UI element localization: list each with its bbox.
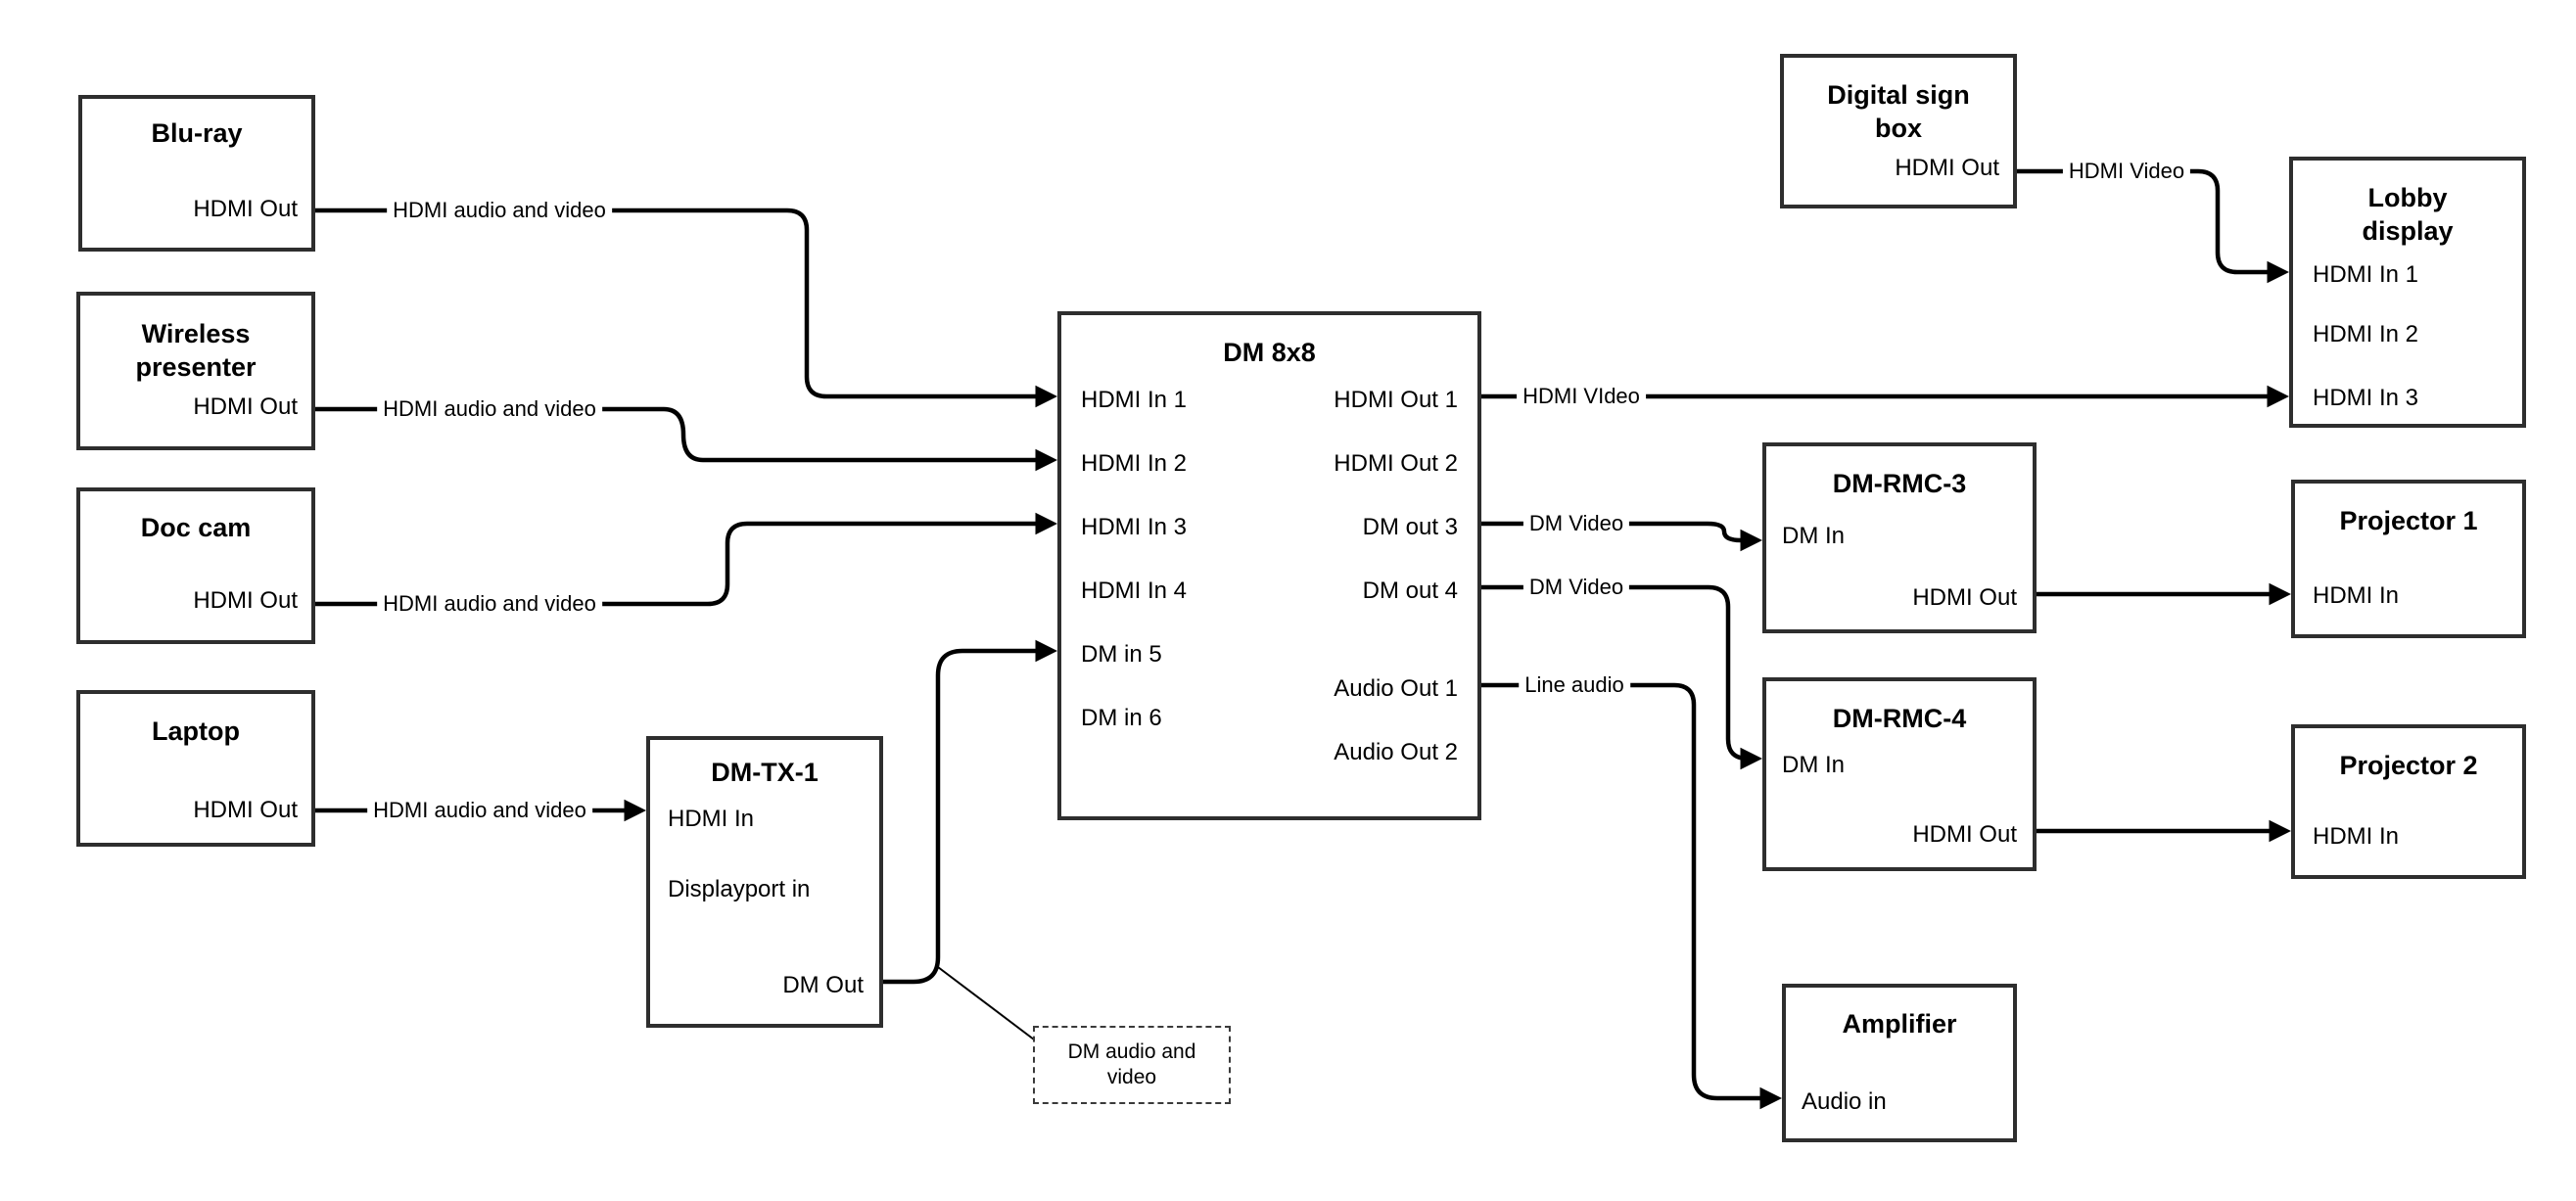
edge-label-doccam: HDMI audio and video bbox=[377, 590, 602, 618]
signbox-port-hdmi-out: HDMI Out bbox=[1895, 155, 1999, 181]
node-laptop-title: Laptop bbox=[152, 716, 240, 746]
rmc4-port-dm-in: DM In bbox=[1782, 752, 1846, 778]
projector2-port-hdmi-in: HDMI In bbox=[2313, 823, 2400, 850]
edge-label-laptop: HDMI audio and video bbox=[367, 797, 592, 824]
dm8x8-port-hdmi-in-4: HDMI In 4 bbox=[1081, 577, 1188, 604]
node-dm-8x8-title: DM 8x8 bbox=[1223, 338, 1316, 367]
node-dm-rmc-3-title: DM-RMC-3 bbox=[1832, 469, 1967, 498]
rmc3-port-dm-in: DM In bbox=[1782, 523, 1846, 549]
node-doc-cam-title: Doc cam bbox=[140, 513, 252, 542]
note-dm-audio-and-video[interactable]: DM audio and video bbox=[1033, 1026, 1231, 1104]
dm8x8-port-audio-out-2: Audio Out 2 bbox=[1334, 739, 1458, 765]
edge-dm8x8-audio1-to-amplifier[interactable] bbox=[1481, 682, 1782, 1110]
doccam-port-hdmi-out: HDMI Out bbox=[193, 587, 298, 614]
node-amplifier-title: Amplifier bbox=[1842, 1009, 1957, 1039]
node-bluray-title: Blu-ray bbox=[151, 118, 243, 148]
edge-dm8x8-out4-to-rmc4[interactable] bbox=[1481, 584, 1762, 770]
edge-signbox-to-lobby-in1[interactable] bbox=[2017, 168, 2289, 284]
rmc4-port-hdmi-out: HDMI Out bbox=[1912, 821, 2017, 848]
dmtx1-port-dm-out: DM Out bbox=[782, 972, 864, 998]
lobby-port-hdmi-in-1: HDMI In 1 bbox=[2313, 261, 2419, 288]
dm8x8-port-hdmi-in-2: HDMI In 2 bbox=[1081, 450, 1188, 477]
node-dm-rmc-4-title: DM-RMC-4 bbox=[1832, 704, 1967, 733]
node-doc-cam[interactable]: Doc cam HDMI Out bbox=[76, 487, 315, 644]
node-dm-rmc-4[interactable]: DM-RMC-4 DM In HDMI Out bbox=[1762, 677, 2037, 871]
node-dm-tx-1[interactable]: DM-TX-1 HDMI In Displayport in DM Out bbox=[646, 736, 883, 1028]
dm8x8-port-hdmi-in-1: HDMI In 1 bbox=[1081, 387, 1188, 413]
node-wireless-presenter[interactable]: Wireless presenter HDMI Out bbox=[76, 292, 315, 450]
dm8x8-port-hdmi-out-2: HDMI Out 2 bbox=[1334, 450, 1458, 477]
node-dm-rmc-3[interactable]: DM-RMC-3 DM In HDMI Out bbox=[1762, 442, 2037, 633]
node-digital-sign-box-title: Digital sign box bbox=[1827, 80, 1970, 143]
node-bluray[interactable]: Blu-ray HDMI Out bbox=[78, 95, 315, 252]
laptop-port-hdmi-out: HDMI Out bbox=[193, 797, 298, 823]
node-digital-sign-box[interactable]: Digital sign box HDMI Out bbox=[1780, 54, 2017, 208]
node-projector-2[interactable]: Projector 2 HDMI In bbox=[2291, 724, 2526, 879]
dmtx1-port-displayport-in: Displayport in bbox=[668, 876, 811, 902]
edge-label-dm-out-3: DM Video bbox=[1522, 510, 1630, 537]
node-projector-1[interactable]: Projector 1 HDMI In bbox=[2291, 480, 2526, 638]
dm8x8-port-audio-out-1: Audio Out 1 bbox=[1334, 675, 1458, 702]
node-lobby-display[interactable]: Lobby display HDMI In 1 HDMI In 2 HDMI I… bbox=[2289, 157, 2526, 428]
dm8x8-port-hdmi-out-1: HDMI Out 1 bbox=[1334, 387, 1458, 413]
dmtx1-port-hdmi-in: HDMI In bbox=[668, 806, 755, 832]
node-amplifier[interactable]: Amplifier Audio in bbox=[1782, 984, 2017, 1142]
lobby-port-hdmi-in-2: HDMI In 2 bbox=[2313, 321, 2419, 347]
edge-label-sign-to-lobby: HDMI Video bbox=[2062, 158, 2191, 185]
wireless-port-hdmi-out: HDMI Out bbox=[193, 393, 298, 420]
amplifier-port-audio-in: Audio in bbox=[1802, 1088, 1887, 1115]
edge-wireless-to-dm8x8-in2[interactable] bbox=[315, 406, 1057, 472]
node-dm-8x8[interactable]: DM 8x8 HDMI In 1 HDMI In 2 HDMI In 3 HDM… bbox=[1057, 311, 1481, 820]
edge-label-wireless: HDMI audio and video bbox=[377, 395, 602, 423]
rmc3-port-hdmi-out: HDMI Out bbox=[1912, 584, 2017, 611]
node-projector-1-title: Projector 1 bbox=[2339, 506, 2478, 535]
node-lobby-display-title: Lobby display bbox=[2362, 183, 2454, 246]
dm8x8-port-hdmi-in-3: HDMI In 3 bbox=[1081, 514, 1188, 540]
bluray-port-hdmi-out: HDMI Out bbox=[193, 196, 298, 222]
note-text: DM audio and video bbox=[1067, 1040, 1196, 1088]
edge-label-audio-out-1: Line audio bbox=[1519, 671, 1630, 699]
edge-label-hdmi-out-1: HDMI VIdeo bbox=[1517, 383, 1646, 410]
node-wireless-presenter-title: Wireless presenter bbox=[135, 319, 257, 382]
edge-doccam-to-dm8x8-in3[interactable] bbox=[315, 512, 1057, 607]
node-dm-tx-1-title: DM-TX-1 bbox=[711, 758, 819, 787]
lobby-port-hdmi-in-3: HDMI In 3 bbox=[2313, 385, 2419, 411]
node-laptop[interactable]: Laptop HDMI Out bbox=[76, 690, 315, 847]
dm8x8-port-dm-out-3: DM out 3 bbox=[1362, 514, 1458, 540]
dm8x8-port-dm-in-5: DM in 5 bbox=[1081, 641, 1162, 668]
edge-bluray-to-dm8x8-in1[interactable] bbox=[315, 208, 1057, 408]
dm8x8-port-dm-in-6: DM in 6 bbox=[1081, 705, 1162, 731]
projector1-port-hdmi-in: HDMI In bbox=[2313, 582, 2400, 609]
node-projector-2-title: Projector 2 bbox=[2339, 751, 2478, 780]
edge-label-dm-out-4: DM Video bbox=[1522, 574, 1630, 601]
edge-dmtx1-to-dm8x8-in5[interactable] bbox=[883, 639, 1057, 985]
note-leader-line bbox=[937, 966, 1035, 1040]
edge-dm8x8-out3-to-rmc3[interactable] bbox=[1481, 521, 1762, 552]
edge-label-bluray: HDMI audio and video bbox=[387, 197, 612, 224]
dm8x8-port-dm-out-4: DM out 4 bbox=[1362, 577, 1458, 604]
